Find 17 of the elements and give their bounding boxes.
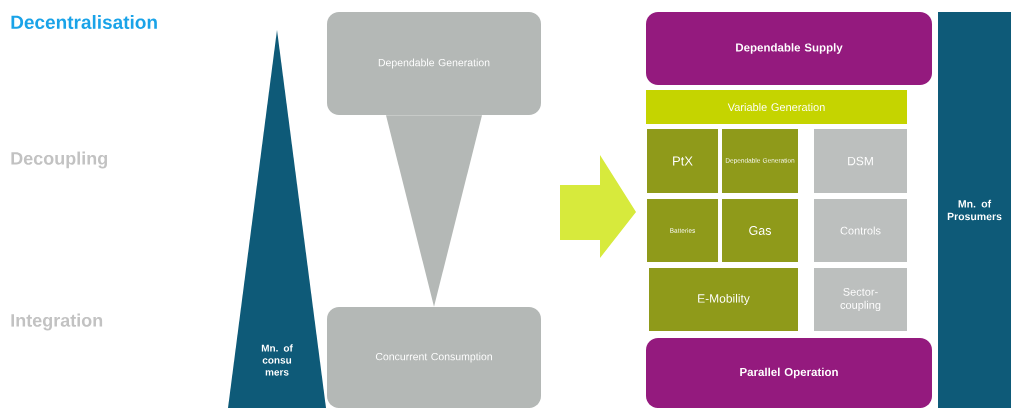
category-tile: Controls [814,199,907,262]
process-box: Dependable Supply [646,12,932,85]
category-tile: DSM [814,129,907,193]
level-label: Integration [11,313,103,331]
process-box: Parallel Operation [646,338,932,408]
level-label: Decoupling [11,151,107,169]
category-tile: PtX [647,129,718,193]
consumer-triangle: Mn. of consu mers [228,30,326,408]
category-tile: Variable Generation [646,90,907,124]
funnel-arrow [386,115,482,307]
prosumer-bar: Mn. of Prosumers [938,12,1011,408]
process-box: Concurrent Consumption [327,307,541,408]
process-box: Dependable Generation [327,12,541,115]
category-tile: Sector-coupling [814,268,907,331]
level-label: Decentralisation [11,15,157,29]
category-tile: Gas [722,199,798,262]
category-tile: E-Mobility [649,268,798,331]
